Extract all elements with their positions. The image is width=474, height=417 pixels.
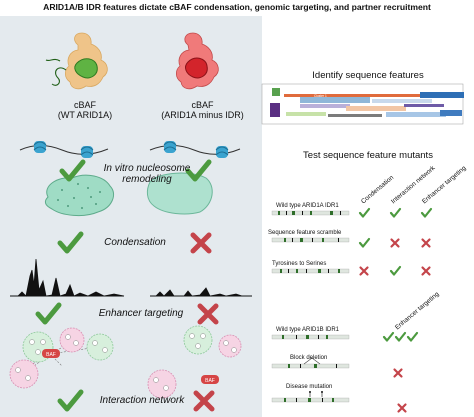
mutant-row-scramble: Sequence feature scramble bbox=[268, 230, 342, 236]
test-heading: Test sequence feature mutants bbox=[303, 150, 433, 161]
interaction-wt-check-icon bbox=[60, 392, 81, 409]
wt-enhancer-signal-track bbox=[10, 258, 125, 297]
mutant-row-wt-arid1b: Wild type ARID1B IDR1 bbox=[276, 327, 340, 333]
enhancer-wt-check-icon bbox=[38, 305, 59, 322]
interactor-cluster-green bbox=[86, 333, 114, 361]
wt-cbaf-complex-icon bbox=[45, 32, 108, 90]
disease-mutation-enhancer-cross-icon bbox=[397, 403, 407, 413]
baf-node-isolated bbox=[201, 375, 219, 384]
wt-nucleosome-dna-icon bbox=[19, 140, 109, 159]
mutant-row-wt-arid1a: Wild type ARID1A IDR1 bbox=[276, 203, 339, 209]
wt-arid1a-enhancer-check-icon bbox=[420, 207, 433, 218]
condensation-wt-check-icon bbox=[60, 234, 81, 251]
figure-title: ARID1A/B IDR features dictate cBAF conde… bbox=[43, 2, 431, 12]
condensation-minus-idr-cross-icon bbox=[193, 235, 209, 251]
minus-idr-complex-label: cBAF(ARID1A minus IDR) bbox=[161, 100, 244, 120]
tyrosine-enhancer-cross-icon bbox=[421, 266, 431, 276]
mutant-row-block-deletion: Block deletion bbox=[290, 355, 328, 361]
mutant-sequence-bars bbox=[271, 210, 350, 403]
interactor-cluster-pink bbox=[9, 359, 39, 389]
interactor-cluster-pink bbox=[59, 327, 85, 353]
minus-idr-interaction-network: BAF bbox=[147, 325, 242, 399]
wt-arid1a-condensation-check-icon bbox=[358, 207, 371, 218]
minus-idr-enhancer-signal-track bbox=[150, 287, 252, 297]
mutant-row-disease-mutation: Disease mutation bbox=[286, 384, 333, 390]
wt-condensate-speckles bbox=[57, 183, 101, 209]
scramble-condensation-check-icon bbox=[358, 237, 371, 248]
wt-interaction-network: BAF bbox=[9, 327, 114, 389]
step-label-enhancer-targeting: Enhancer targeting bbox=[98, 308, 184, 319]
mutant-row-tyrosine: Tyrosines to Serines bbox=[272, 261, 327, 267]
right-panel bbox=[262, 16, 474, 417]
tyrosine-condensation-cross-icon bbox=[359, 266, 369, 276]
tyrosine-interaction-check-icon bbox=[389, 265, 402, 276]
step-label-condensation: Condensation bbox=[104, 237, 166, 248]
wt-arid1b-enhancer-check-icon bbox=[382, 331, 419, 342]
block-deletion-enhancer-cross-icon bbox=[393, 368, 403, 378]
baf-node-label: BAF bbox=[46, 352, 56, 358]
sequence-feature-heatmap: Cluster 1 bbox=[261, 83, 464, 125]
minus-idr-cbaf-complex-icon bbox=[175, 32, 219, 90]
wt-complex-label: cBAF(WT ARID1A) bbox=[57, 100, 113, 120]
identify-heading: Identify sequence features bbox=[312, 70, 424, 81]
wt-arid1a-interaction-check-icon bbox=[389, 207, 402, 218]
minus-idr-nucleosome-dna-icon bbox=[149, 140, 241, 159]
step-label-interaction-network: Interaction network bbox=[99, 395, 185, 406]
svg-text:Cluster 1: Cluster 1 bbox=[314, 94, 327, 98]
svg-text:BAF: BAF bbox=[205, 378, 215, 384]
baf-node bbox=[42, 349, 60, 358]
scramble-interaction-cross-icon bbox=[390, 238, 400, 248]
scramble-enhancer-cross-icon bbox=[421, 238, 431, 248]
